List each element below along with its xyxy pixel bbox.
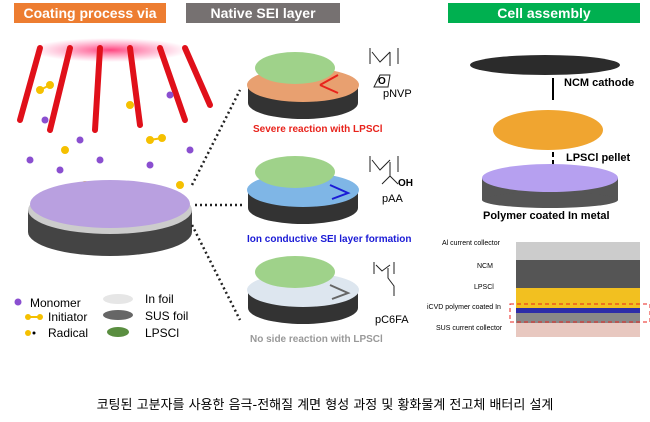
pc6fa-caption: No side reaction with LPSCl bbox=[250, 334, 383, 345]
legend-in-foil: In foil bbox=[145, 292, 174, 306]
legend-sus-foil: SUS foil bbox=[145, 309, 189, 323]
stack-ncm-label: NCM bbox=[477, 263, 493, 270]
polymer-structures bbox=[369, 48, 399, 296]
header-sei: Native SEI layer formation bbox=[186, 3, 340, 41]
sei-disc-paa bbox=[247, 156, 359, 224]
lpscl-pellet bbox=[493, 110, 603, 150]
pnvp-label: pNVP bbox=[383, 88, 412, 100]
ncm-cathode-label: NCM cathode bbox=[564, 77, 635, 89]
polymer-coated-in-label: Polymer coated In metal bbox=[483, 210, 610, 222]
stack-lpscl-label: LPSCl bbox=[474, 284, 494, 291]
pnvp-caption: Severe reaction with LPSCl bbox=[253, 124, 383, 135]
ncm-cathode-particles bbox=[470, 55, 620, 75]
sei-disc-pnvp bbox=[247, 52, 359, 119]
paa-atom-oh: OH bbox=[398, 178, 413, 189]
process-arrows bbox=[190, 89, 245, 321]
monomer-particles bbox=[26, 91, 194, 189]
polymer-coated-in bbox=[482, 164, 618, 208]
legend-radical: Radical bbox=[48, 326, 89, 340]
paa-caption: Ion conductive SEI layer formation bbox=[247, 234, 412, 245]
header-coating: Coating process via iCVD bbox=[14, 3, 166, 41]
coated-substrate bbox=[28, 180, 192, 256]
header-cell: Cell assembly bbox=[448, 3, 640, 23]
pnvp-atom-o: O bbox=[378, 76, 386, 87]
pc6fa-label: pC6FA bbox=[375, 314, 409, 326]
cell-stack bbox=[509, 242, 650, 337]
legend-initiator: Initiator bbox=[48, 310, 88, 324]
stack-icvd-label: iCVD polymer coated In bbox=[427, 304, 501, 311]
legend-lpscl: LPSCl bbox=[145, 326, 180, 340]
sei-disc-pc6fa bbox=[247, 256, 359, 324]
lpscl-pellet-label: LPSCl pellet bbox=[566, 152, 631, 164]
figure-caption: 코팅된 고분자를 사용한 음극-전해질 계면 형성 과정 및 황화물계 전고체 … bbox=[96, 398, 554, 413]
legend-monomer: Monomer bbox=[30, 296, 81, 310]
legend-symbols bbox=[14, 294, 133, 337]
paa-label: pAA bbox=[382, 193, 403, 205]
heated-filaments bbox=[17, 45, 213, 133]
stack-al-label: Al current collector bbox=[442, 240, 500, 247]
stack-sus-label: SUS current collector bbox=[436, 325, 503, 332]
